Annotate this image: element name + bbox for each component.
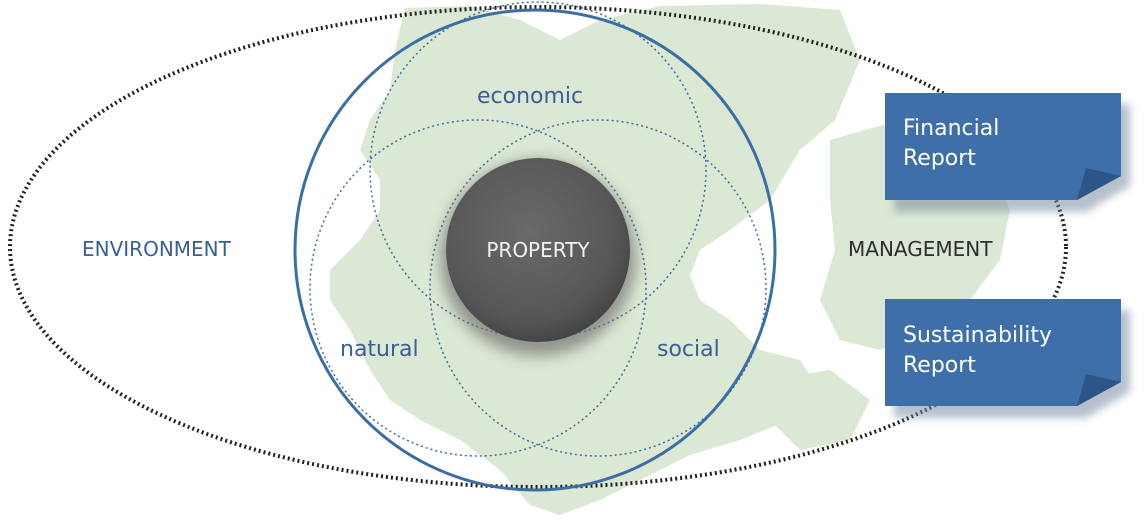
financial-report-line2: Report [903,146,976,171]
social-label: social [657,337,720,362]
management-dotted-ellipse [8,5,1068,489]
property-circle [446,158,630,342]
economic-venn-circle [369,1,707,339]
environment-label: ENVIRONMENT [82,237,231,261]
management-label: MANAGEMENT [848,237,993,261]
sustainability-report-line1: Sustainability [903,323,1052,348]
financial-report-line1: Financial [903,116,1000,141]
natural-label: natural [340,337,419,362]
financial-report-text: Financial Report [903,114,999,174]
environment-outer-circle [293,8,777,492]
financial-report-card [885,93,1130,212]
economic-label: economic [477,84,584,109]
social-venn-circle [429,119,767,457]
sustainability-report-card [885,299,1130,418]
natural-venn-circle [309,119,647,457]
sustainability-report-text: Sustainability Report [903,321,1052,381]
property-label: PROPERTY [486,238,590,262]
sustainability-report-line2: Report [903,353,976,378]
